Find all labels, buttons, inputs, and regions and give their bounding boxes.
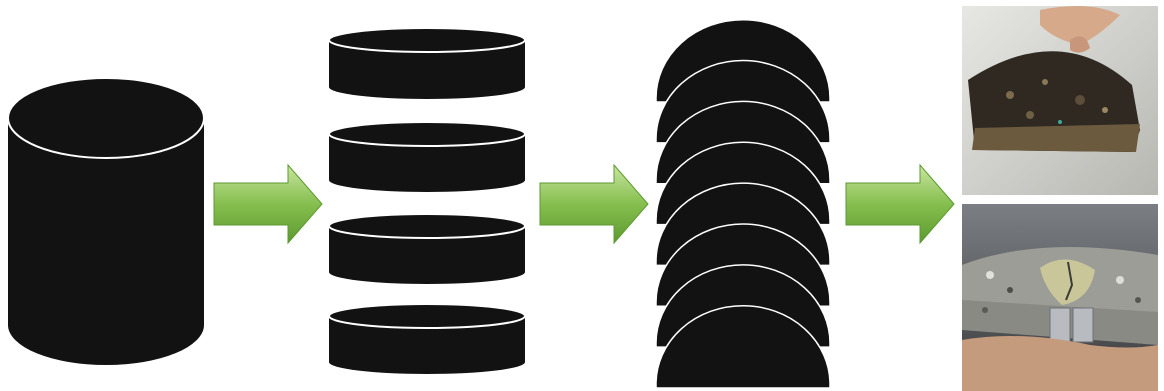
- sample-photo-dark-asphalt-half-disc: [962, 6, 1158, 195]
- cylinder-top: [8, 78, 204, 158]
- sample-photo-fractured-specimen: [962, 204, 1158, 391]
- process-arrow-3: [846, 165, 954, 243]
- process-arrow-2: [540, 165, 648, 243]
- disc-2: [329, 122, 525, 192]
- process-arrow-1: [214, 165, 322, 243]
- semi-circular-specimens: [656, 20, 830, 388]
- disc-1: [329, 28, 525, 99]
- disc-4: [329, 304, 525, 374]
- sliced-discs: [329, 28, 525, 374]
- core-cylinder: [8, 78, 204, 365]
- disc-3: [329, 214, 525, 284]
